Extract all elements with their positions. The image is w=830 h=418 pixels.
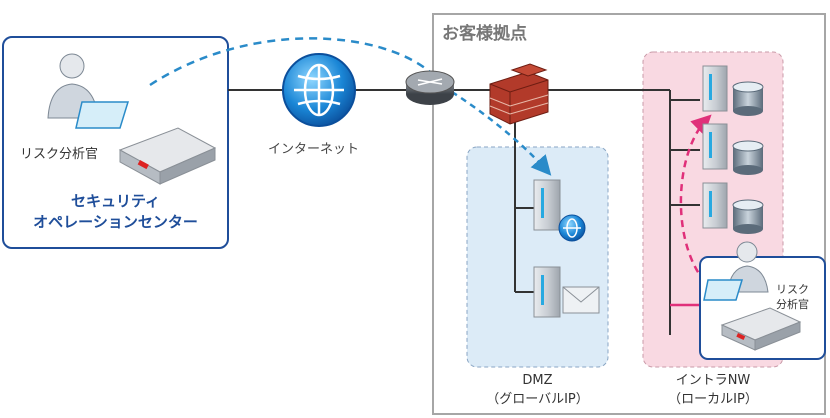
local-analyst-line2: 分析官 bbox=[776, 298, 809, 311]
soc-title-line2: オペレーションセンター bbox=[33, 213, 198, 231]
intranet-label: イントラNW （ローカルIP） bbox=[643, 371, 783, 409]
database-icon bbox=[732, 140, 764, 175]
globe-icon bbox=[558, 214, 586, 242]
server-icon bbox=[702, 182, 728, 229]
blue-dashed-arrow bbox=[451, 90, 552, 176]
mail-icon bbox=[562, 286, 600, 314]
dmz-label: DMZ （グローバルIP） bbox=[467, 371, 608, 409]
server-icon bbox=[702, 65, 728, 112]
intranet-subtitle: （ローカルIP） bbox=[668, 392, 758, 407]
internet-label: インターネット bbox=[268, 142, 360, 157]
local-analyst-label: リスク 分析官 bbox=[776, 282, 809, 312]
local-analyst-line1: リスク bbox=[776, 283, 809, 296]
server-icon bbox=[533, 179, 561, 231]
pink-dashed-arrow bbox=[679, 114, 712, 283]
firewall-icon bbox=[489, 63, 549, 125]
soc-title-line1: セキュリティ bbox=[70, 192, 161, 210]
person-icon bbox=[703, 241, 769, 301]
site-title: お客様拠点 bbox=[442, 24, 527, 44]
appliance-icon bbox=[118, 127, 217, 185]
server-icon bbox=[702, 123, 728, 170]
dmz-subtitle: （グローバルIP） bbox=[486, 392, 589, 407]
globe-icon bbox=[282, 53, 356, 127]
person-icon bbox=[47, 53, 130, 129]
soc-analyst-label: リスク分析官 bbox=[20, 147, 99, 162]
router-icon bbox=[405, 70, 455, 105]
database-icon bbox=[732, 199, 764, 234]
server-icon bbox=[533, 266, 561, 318]
database-icon bbox=[732, 81, 764, 116]
intranet-title: イントラNW bbox=[675, 373, 751, 388]
blue-dashed-path bbox=[149, 37, 431, 87]
appliance-icon bbox=[720, 307, 802, 351]
soc-title: セキュリティ オペレーションセンター bbox=[3, 191, 228, 233]
dmz-title: DMZ bbox=[522, 373, 553, 388]
